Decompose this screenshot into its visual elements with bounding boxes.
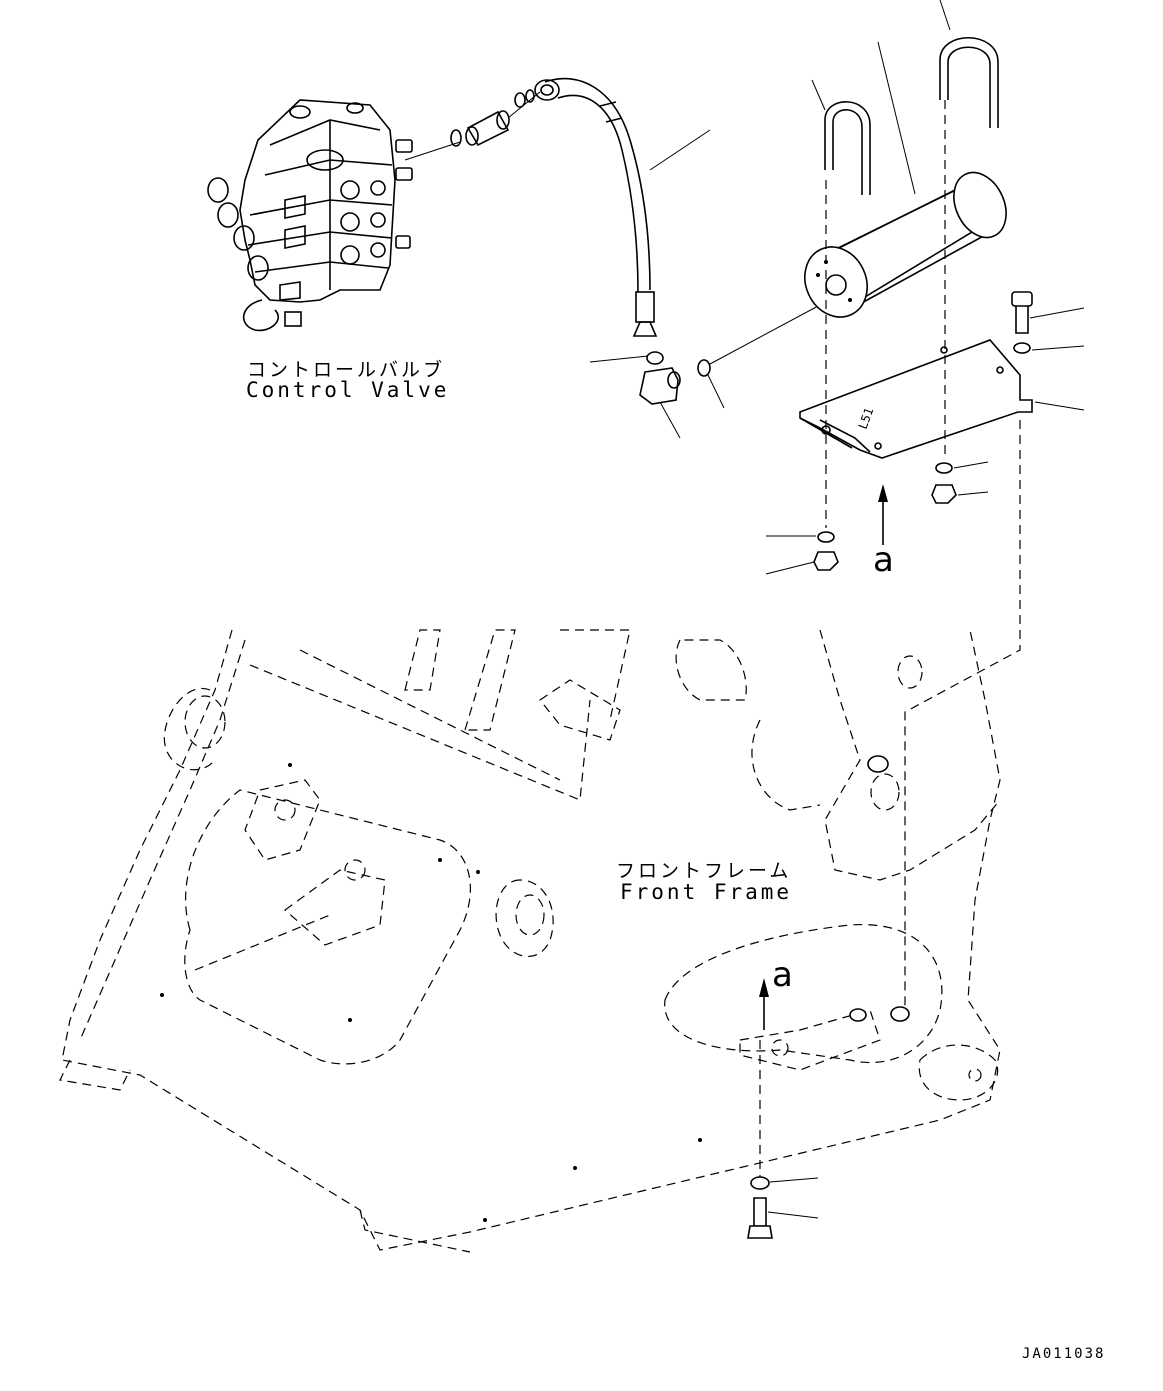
nuts-washers	[765, 461, 989, 575]
mounting-bracket: L51	[799, 100, 1085, 528]
drawing-code: JA011038	[1022, 1346, 1106, 1362]
u-bolt-left	[811, 79, 871, 195]
u-bolt-right	[939, 0, 999, 128]
accumulator	[804, 41, 1007, 318]
control-valve	[207, 99, 461, 332]
control-valve-label-en: Control Valve	[246, 378, 450, 402]
svg-text:L51: L51	[856, 406, 877, 431]
hydraulic-hose	[534, 77, 711, 337]
front-frame	[59, 420, 1021, 1253]
view-arrow-upper	[878, 484, 888, 545]
elbow-fitting	[589, 304, 821, 439]
view-arrow-lower	[759, 978, 769, 1030]
view-arrow-lower-letter: a	[772, 955, 793, 995]
front-frame-label-en: Front Frame	[620, 880, 793, 904]
view-arrow-upper-letter: a	[873, 540, 894, 580]
front-frame-label-jp: フロントフレーム	[616, 860, 792, 882]
control-valve-label-jp: コントロールバルブ	[247, 359, 446, 381]
valve-fittings	[450, 89, 541, 147]
bottom-bolt	[747, 1176, 819, 1239]
bracket-bolt	[1011, 291, 1085, 354]
